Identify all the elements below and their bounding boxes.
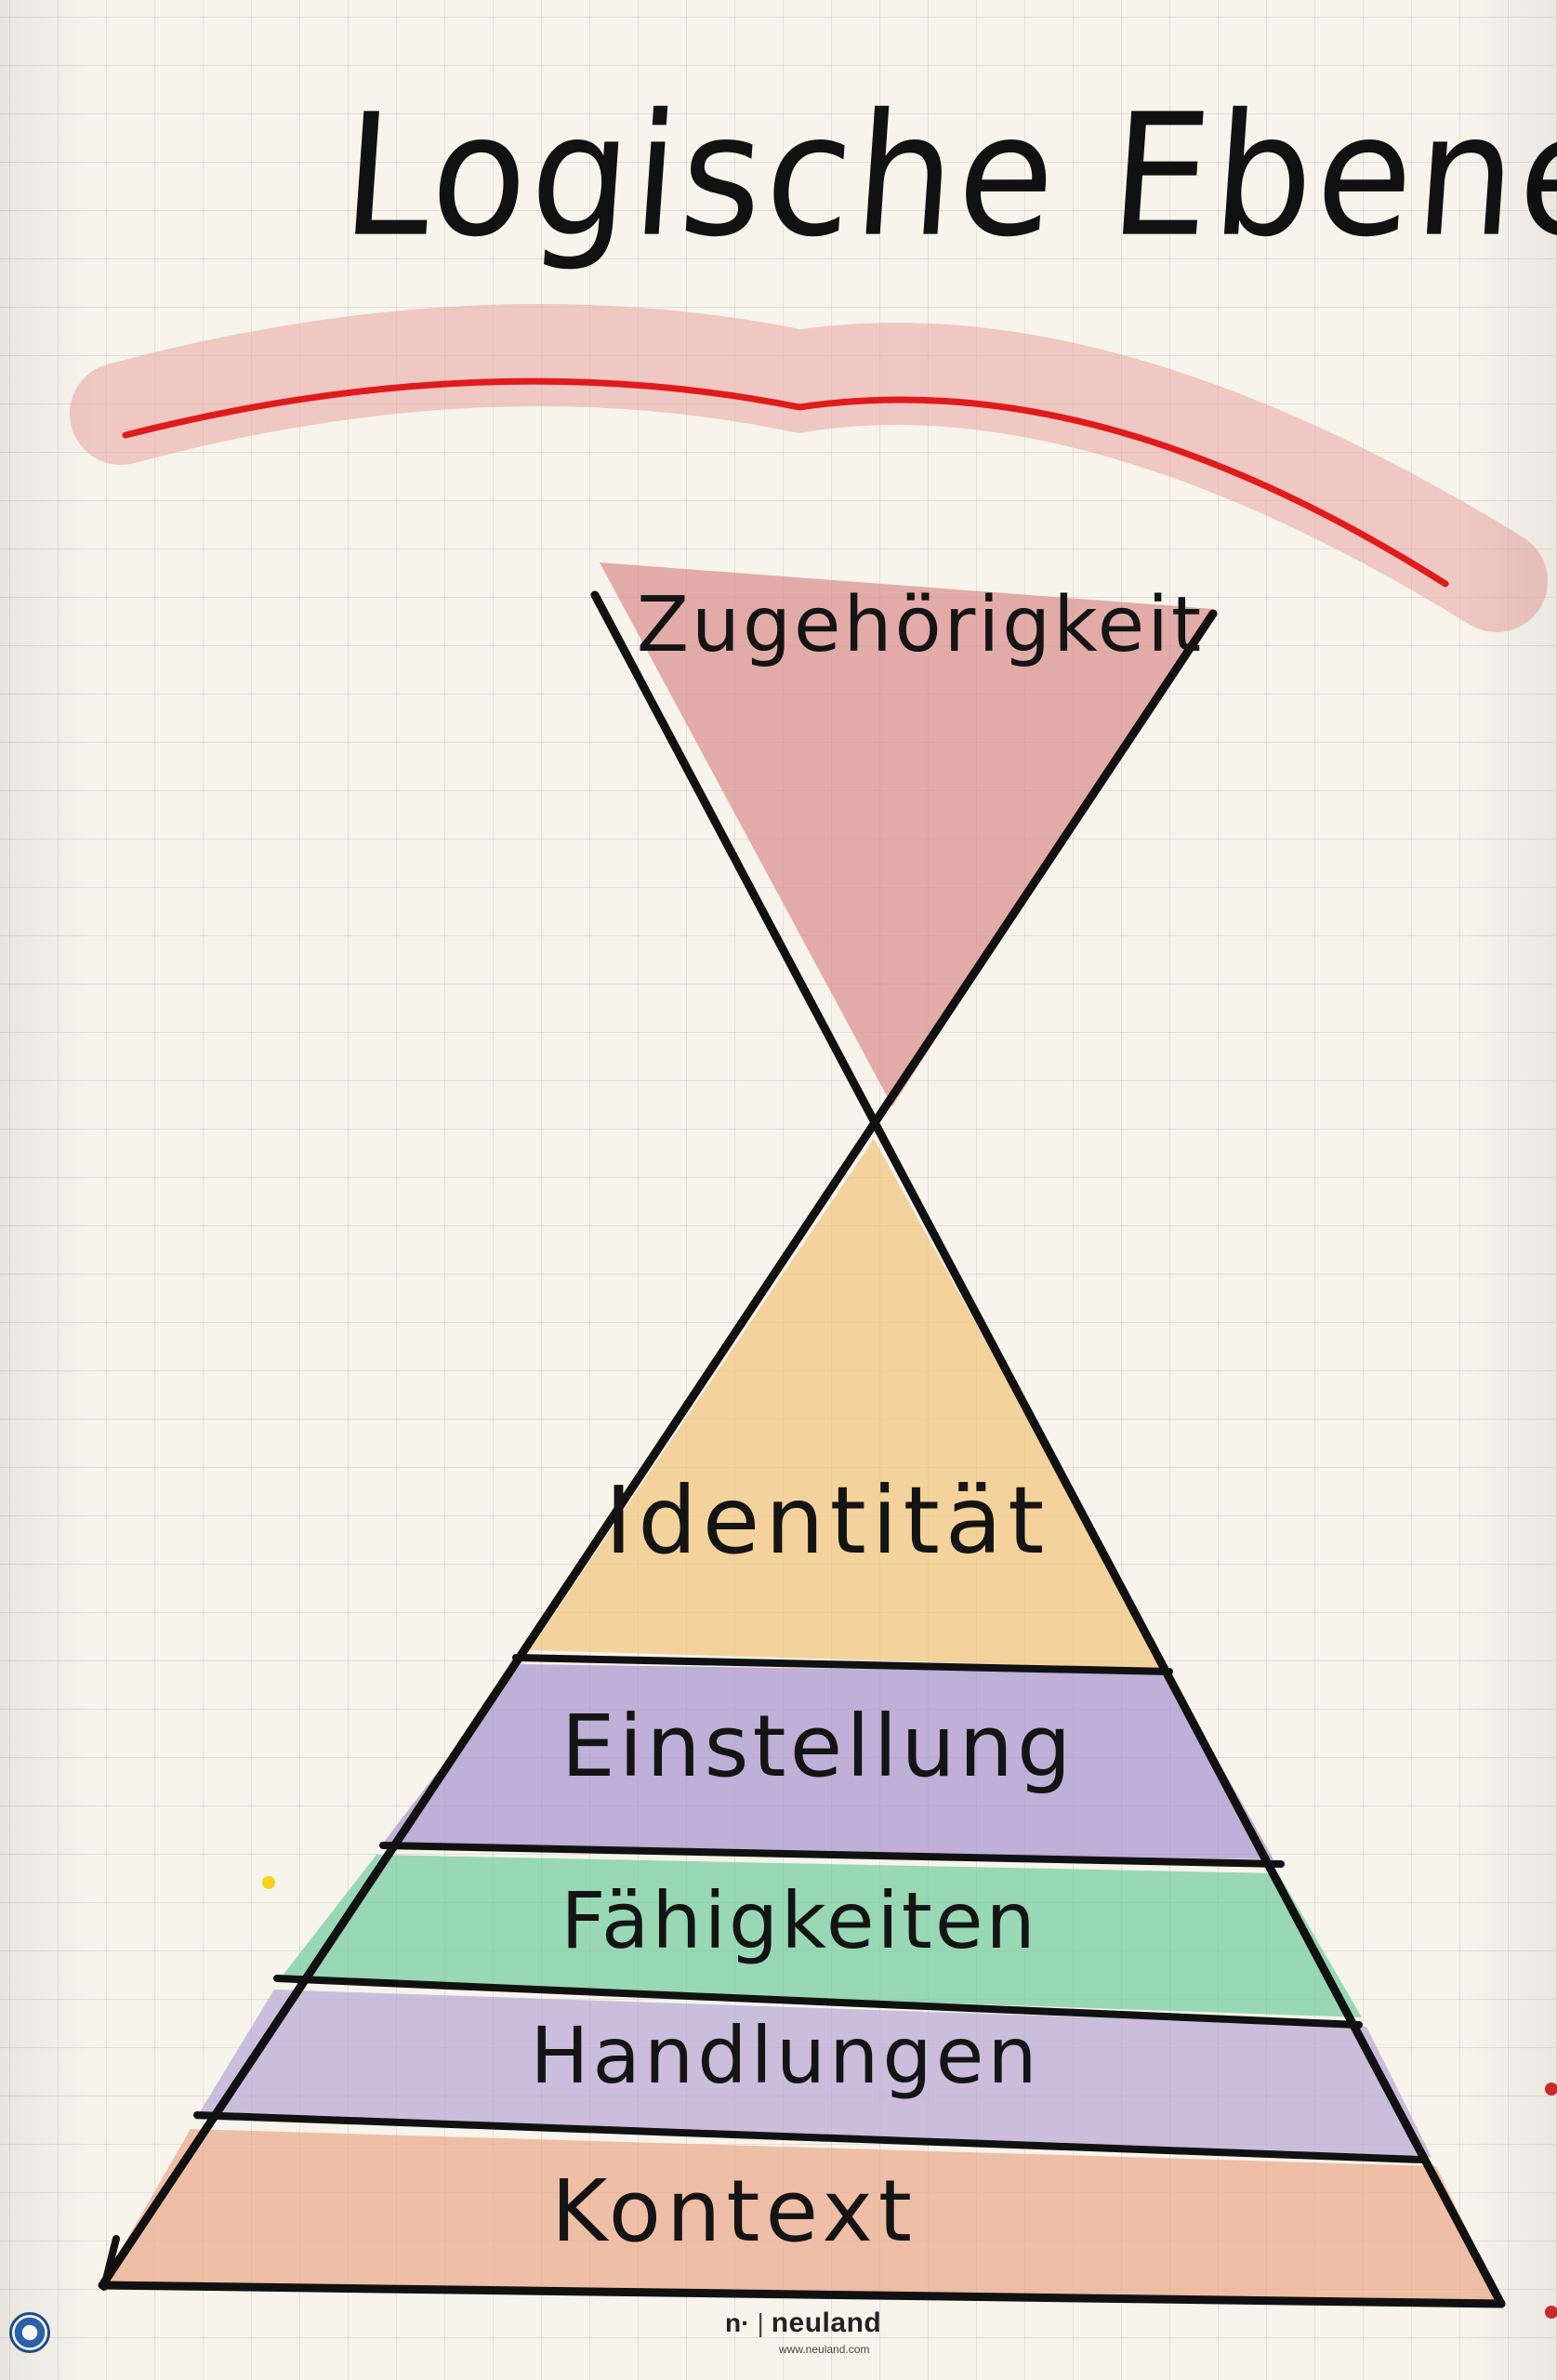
arc-line [122,377,1449,588]
level-fill-einstellung [381,1664,1273,1859]
level-fill-handlungen [195,1990,1432,2157]
brand-logo: n· | neuland [725,2307,881,2339]
divider-4 [193,2111,1426,2163]
red-pin-lower [1545,2306,1557,2319]
base-line [98,2281,1506,2308]
level-label-identitaet: Identität [605,1466,1050,1575]
yellow-pin [262,1876,275,1889]
arc-glow [70,304,1548,632]
divider-3 [273,1975,1363,2029]
brand-url: www.neuland.com [779,2343,870,2356]
left-diagonal-line [590,590,1506,2308]
apex-label: Zugehörigkeit [637,581,1204,669]
level-label-faehigkeiten: Fähigkeiten [561,1875,1038,1966]
level-label-kontext: Kontext [551,2162,917,2261]
divider-2 [379,1842,1285,1868]
base-hook [100,2235,120,2291]
brand-mark: n· [725,2308,750,2337]
eco-label-icon [9,2312,50,2353]
divider-1 [512,1654,1173,1675]
apex-triangle-fill [600,562,1213,1106]
brand-name: neuland [771,2307,882,2338]
level-fill-faehigkeiten [279,1855,1362,2017]
level-label-handlungen: Handlungen [530,2010,1040,2101]
red-pin [1545,2082,1557,2096]
level-label-einstellung: Einstellung [561,1697,1075,1796]
brand-separator: | [757,2308,764,2337]
right-diagonal-line [99,609,1218,2287]
level-fill-kontext [102,2129,1501,2301]
level-fill-identitaet [530,1139,1167,1669]
